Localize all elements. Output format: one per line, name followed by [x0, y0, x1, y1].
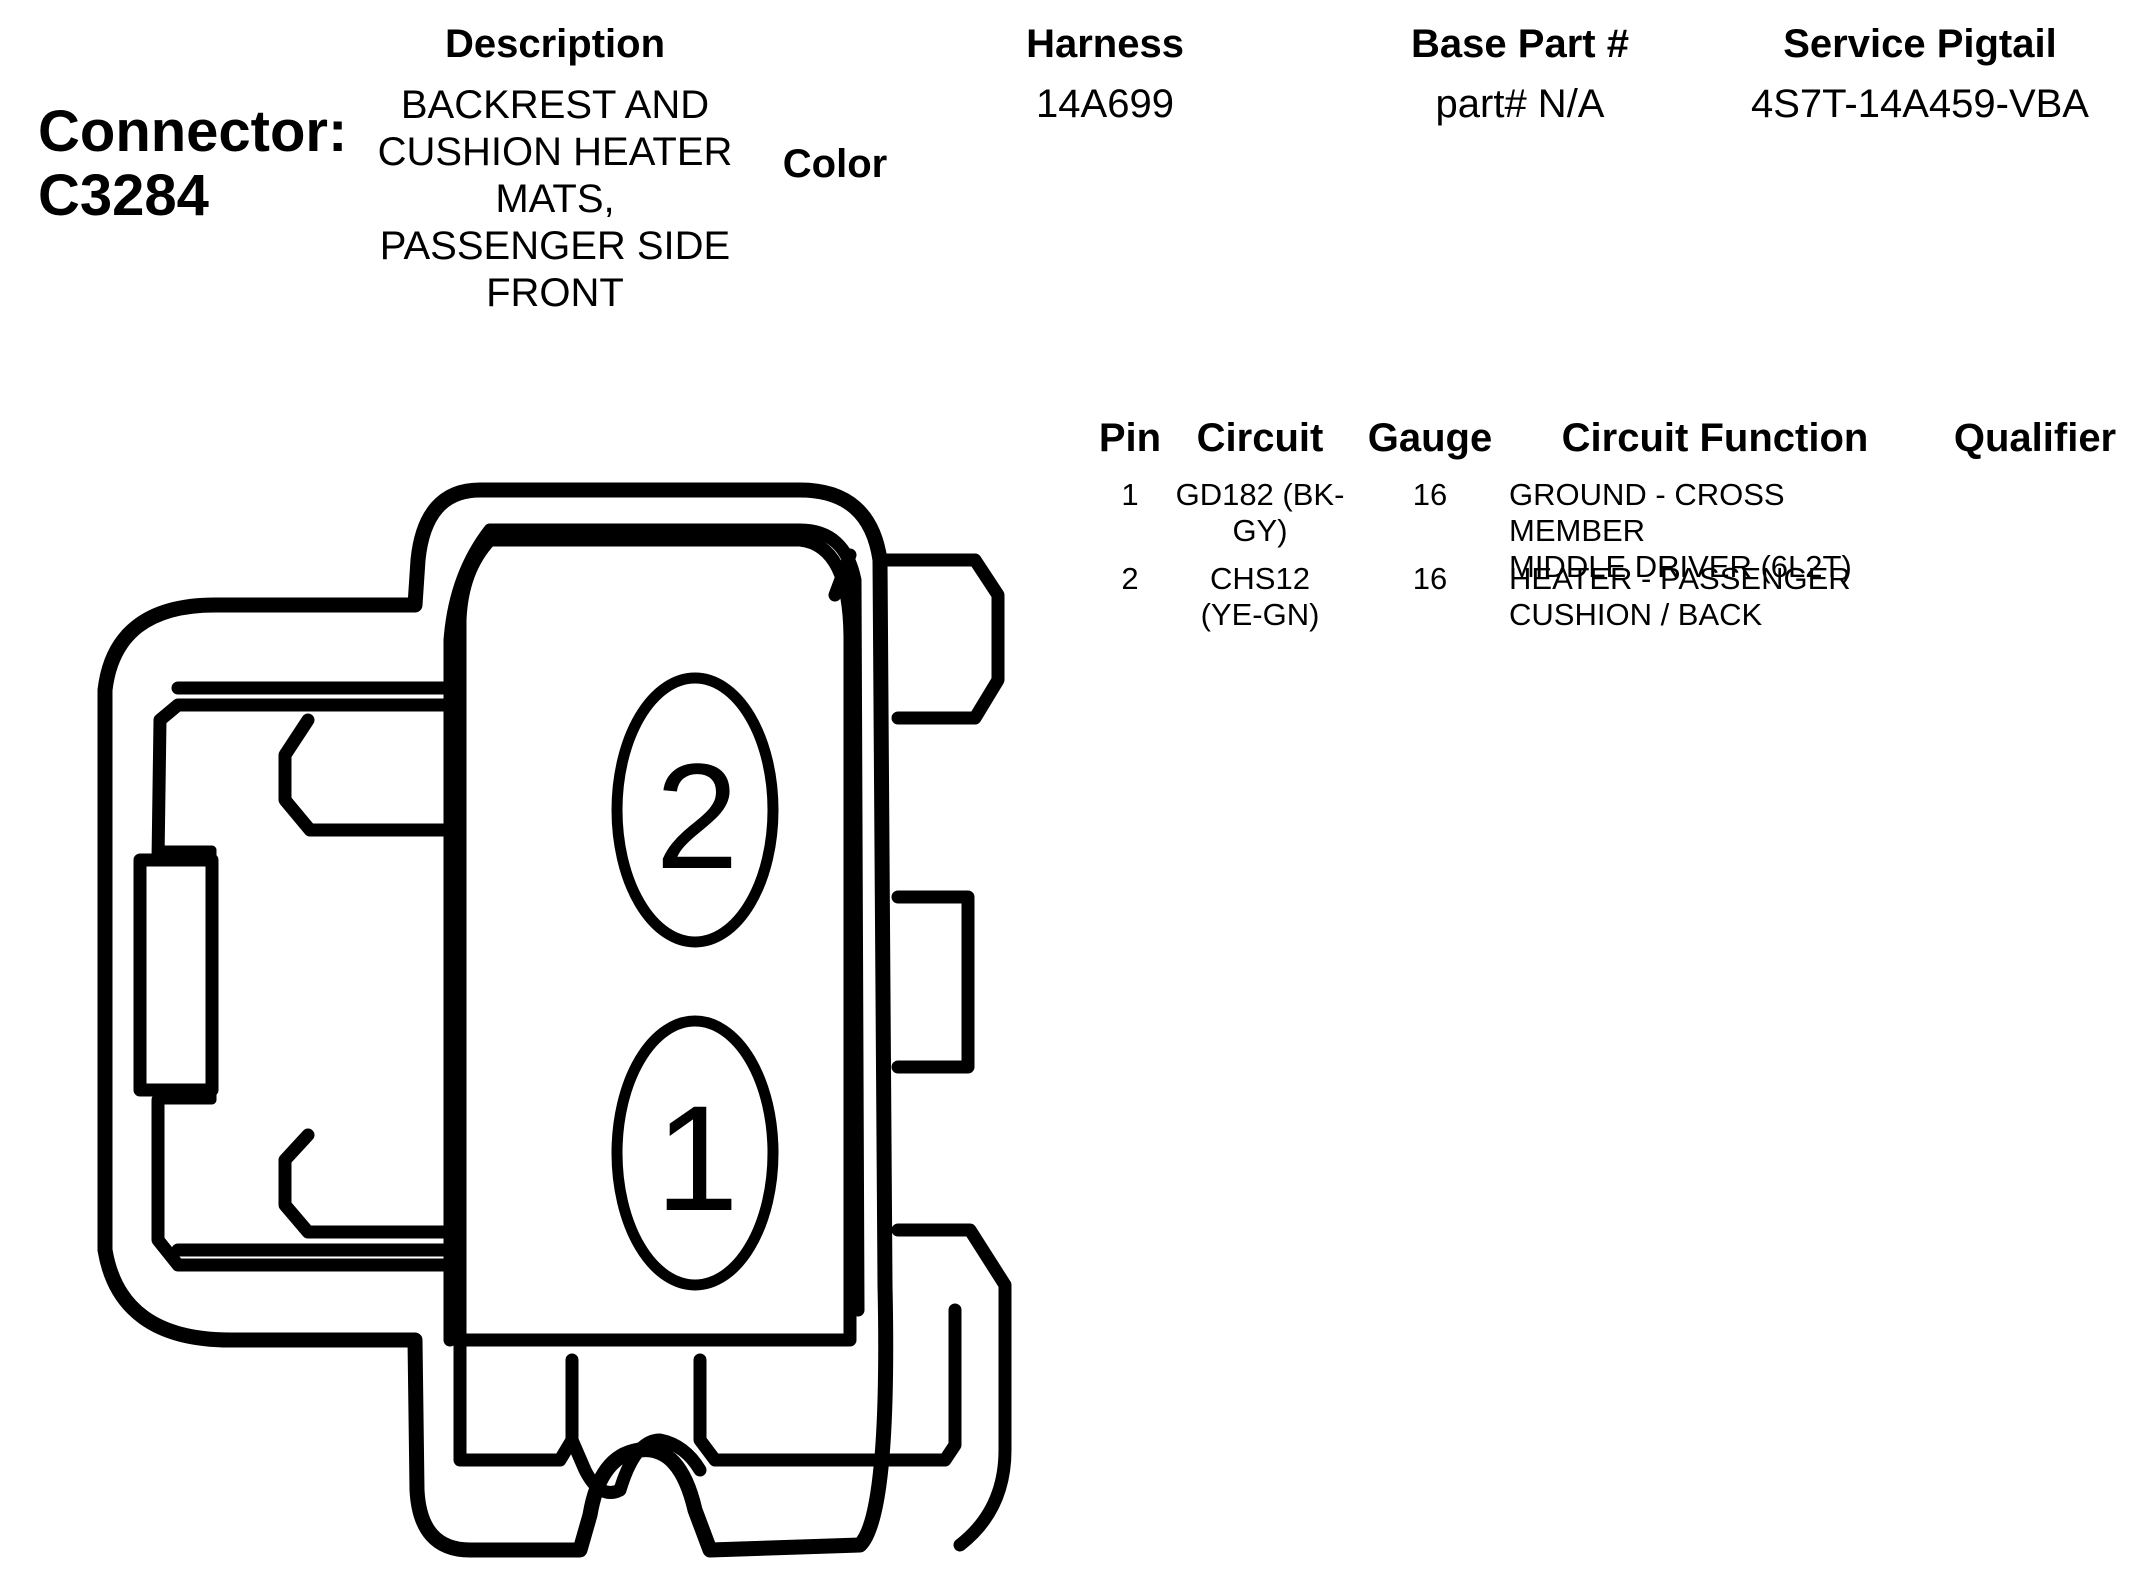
color-label: Color [782, 142, 888, 186]
table-row-gauge: 16 [1412, 561, 1448, 596]
connector-title: Connector: C3284 [38, 100, 347, 228]
bottom-notch [565, 1433, 707, 1499]
right-upper-tab [878, 553, 1005, 725]
harness-value: 14A699 [1036, 82, 1174, 126]
pin-1-label: 1 [655, 1074, 738, 1242]
harness-header: Harness [1026, 22, 1184, 66]
service-pigtail-header: Service Pigtail [1783, 22, 2057, 66]
bottom-right-foot [693, 1303, 962, 1467]
gauge-column-header: Gauge [1367, 416, 1493, 460]
service-pigtail-value: 4S7T-14A459-VBA [1751, 82, 2089, 126]
connector-label: Connector: [38, 99, 348, 164]
bottom-left-foot [453, 1333, 579, 1467]
description-line: FRONT [486, 271, 624, 315]
housing-inner-outline [443, 523, 865, 1347]
housing-outer-outline [97, 482, 894, 1558]
description-header: Description [444, 22, 666, 66]
left-rail-upper [151, 681, 462, 867]
circuit-line: (YE-GN) [1200, 597, 1320, 632]
pin-1-circle [611, 1015, 779, 1291]
description-line: BACKREST AND [400, 83, 710, 127]
description-line: MATS, [495, 177, 615, 221]
right-middle-tab [891, 890, 975, 1074]
right-lower-tab [891, 1223, 1012, 1552]
left-rail-lower [151, 1093, 462, 1272]
connector-id: C3284 [38, 163, 209, 228]
pin-2-label: 2 [655, 732, 738, 900]
function-line: HEATER - PASSENGER [1509, 561, 1851, 596]
qualifier-column-header: Qualifier [1953, 416, 2117, 460]
pin-column-header: Pin [1098, 416, 1162, 460]
function-line: CUSHION / BACK [1509, 597, 1763, 632]
base-part-header: Base Part # [1411, 22, 1629, 66]
circuit-function-column-header: Circuit Function [1561, 416, 1869, 460]
circuit-line: GY) [1232, 513, 1288, 548]
function-line: MIDDLE DRIVER (6L2T) [1509, 549, 1852, 584]
circuit-line: GD182 (BK- [1175, 477, 1345, 512]
left-latch [133, 853, 219, 1097]
table-row-circuit: GD182 (BK- GY) [1155, 477, 1365, 549]
pin-2-circle [611, 672, 779, 948]
connector-description: BACKREST AND CUSHION HEATER MATS, PASSEN… [360, 82, 750, 317]
table-row-function: GROUND - CROSS MEMBER MIDDLE DRIVER (6L2… [1509, 477, 1929, 585]
table-row-circuit: CHS12 (YE-GN) [1155, 561, 1365, 633]
description-line: PASSENGER SIDE [379, 224, 731, 268]
circuit-line: CHS12 [1210, 561, 1310, 596]
circuit-column-header: Circuit [1196, 416, 1324, 460]
table-row-pin: 1 [1121, 477, 1139, 512]
table-row-pin: 2 [1121, 561, 1139, 596]
table-row-gauge: 16 [1412, 477, 1448, 512]
function-line: GROUND - CROSS MEMBER [1509, 477, 1785, 548]
table-row-function: HEATER - PASSENGER CUSHION / BACK [1509, 561, 1929, 633]
base-part-value: part# N/A [1435, 82, 1605, 126]
description-line: CUSHION HEATER [377, 130, 733, 174]
pin-body-outline [453, 533, 857, 1347]
